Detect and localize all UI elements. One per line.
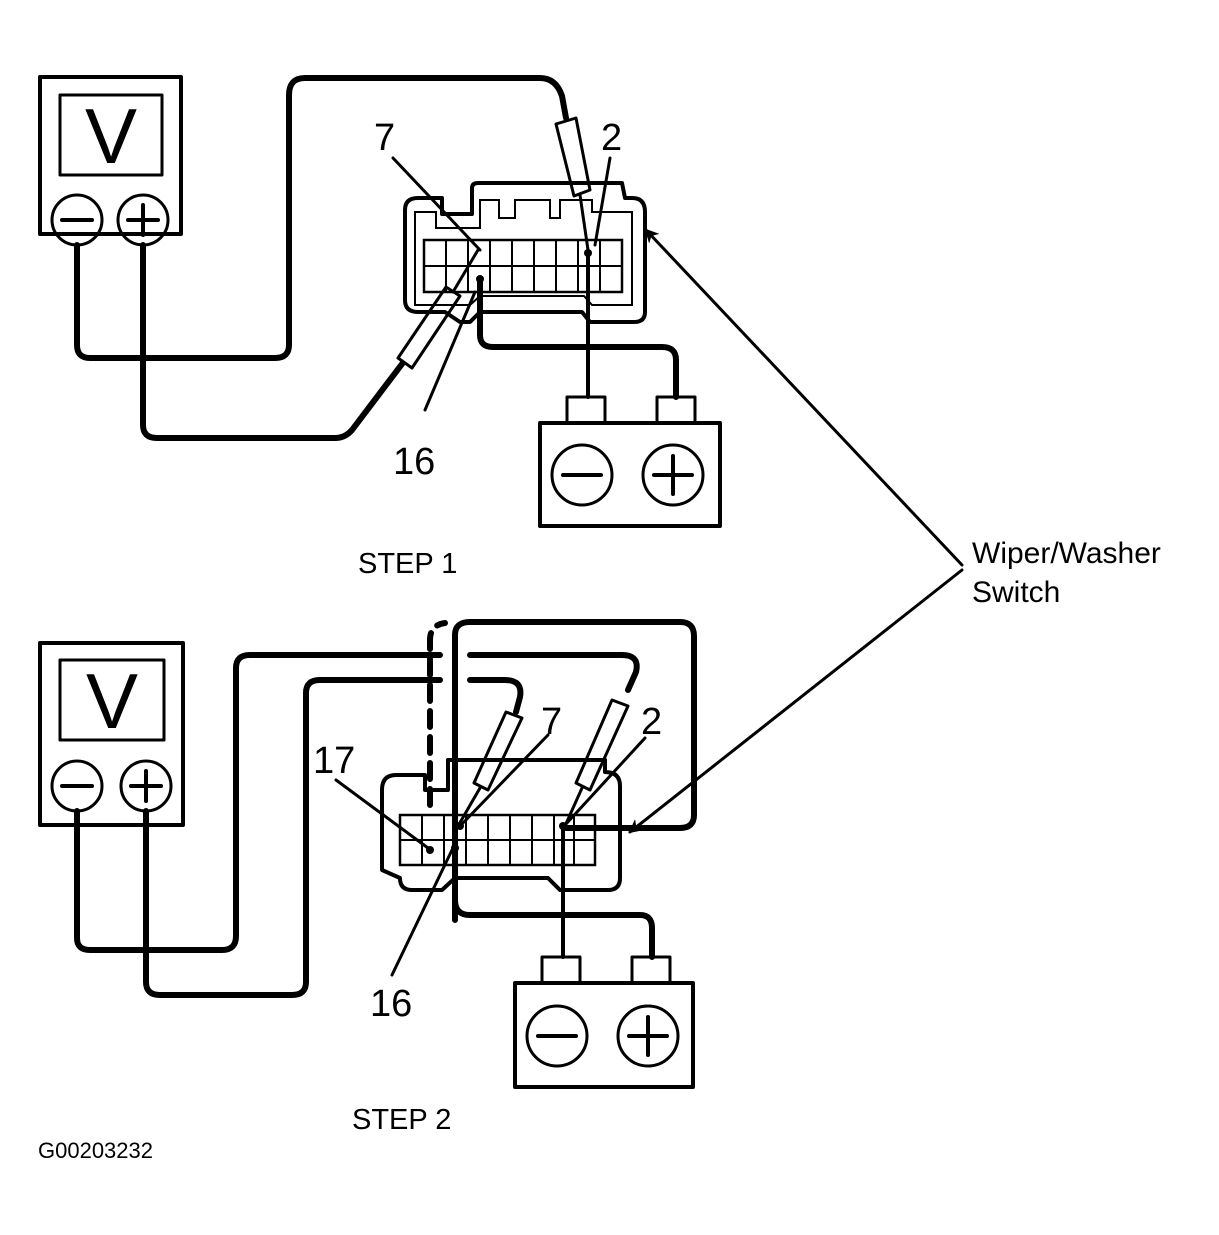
voltmeter-icon: V: [38, 641, 185, 827]
wire-negative-lead: [74, 652, 443, 953]
minus-terminal: [525, 1004, 589, 1068]
step-title: STEP 2: [352, 1104, 451, 1136]
connector-icon: [380, 758, 622, 892]
component-label: Switch: [972, 576, 1060, 609]
plus-terminal: [641, 443, 705, 507]
battery-icon: [513, 955, 695, 1089]
leader-line: [334, 778, 430, 850]
pin-label: 2: [641, 701, 662, 743]
figure-id: G00203232: [38, 1138, 153, 1163]
leader-line: [564, 736, 647, 826]
pin-label: 17: [313, 740, 355, 782]
probe-icon: [563, 698, 630, 828]
wire-battery-positive: [477, 279, 679, 400]
step1-group: V: [38, 75, 722, 580]
wire-positive-lead: [140, 242, 408, 441]
leader-line: [460, 733, 550, 826]
leader-line: [391, 156, 482, 252]
wire-negative-lead: [74, 75, 569, 361]
wire-battery-positive: [452, 897, 655, 960]
step-title: STEP 1: [358, 548, 457, 580]
minus-terminal: [550, 443, 614, 507]
pin-label: 16: [393, 441, 435, 483]
plus-terminal: [616, 1004, 680, 1068]
pin-label: 7: [374, 117, 395, 159]
probe-icon: [456, 710, 524, 828]
component-callout: Wiper/Washer Switch: [628, 228, 1161, 834]
voltmeter-icon: V: [38, 75, 183, 247]
wire-negative-lead: [467, 652, 640, 693]
leader-line: [390, 848, 454, 977]
meter-symbol: V: [86, 657, 138, 745]
battery-icon: [538, 395, 722, 528]
component-label: Wiper/Washer: [972, 537, 1161, 570]
connector-icon: [403, 181, 647, 324]
pin-label: 16: [370, 983, 412, 1025]
wire-positive-lead: [143, 677, 443, 998]
leader-line: [423, 290, 477, 412]
step2-group: V: [38, 619, 697, 1136]
pin-label: 7: [541, 701, 562, 743]
leader-line: [593, 156, 612, 247]
wire-positive-lead: [467, 677, 524, 715]
pin-label: 2: [601, 117, 622, 159]
wire-jumper-dashed: [427, 620, 448, 808]
wire-switch-loop: [452, 619, 697, 923]
meter-symbol: V: [85, 92, 137, 180]
